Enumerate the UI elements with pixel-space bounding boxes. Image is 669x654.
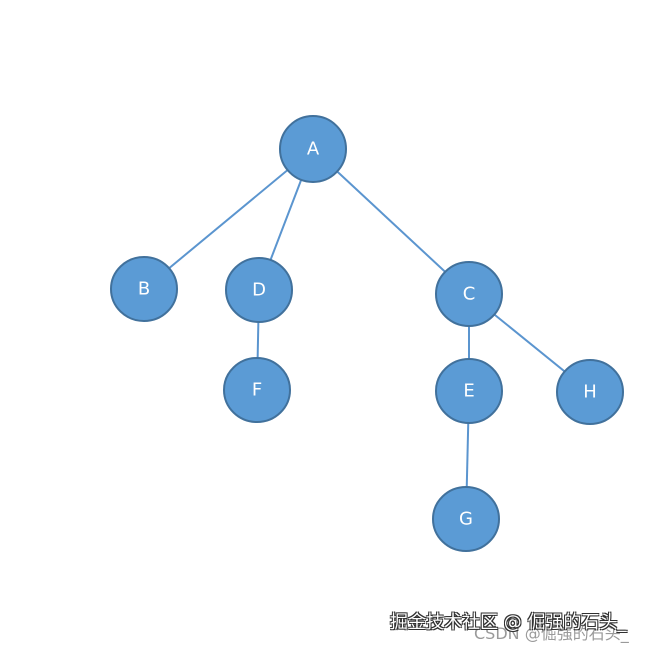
- csdn-watermark: CSDN @倔强的石头_: [474, 624, 629, 643]
- node-label-a: A: [307, 139, 320, 160]
- edge-a-c: [312, 148, 470, 295]
- juejin-watermark: 掘金技术社区 @ 倔强的石头_: [390, 612, 627, 633]
- node-label-b: B: [138, 279, 150, 300]
- node-e: E: [435, 358, 503, 424]
- node-b: B: [110, 256, 178, 322]
- node-circle-e: [435, 358, 503, 424]
- node-label-h: H: [583, 382, 597, 403]
- node-c: C: [435, 261, 503, 327]
- edges-layer: [143, 148, 591, 520]
- node-label-f: F: [252, 380, 262, 401]
- node-circle-b: [110, 256, 178, 322]
- node-circle-c: [435, 261, 503, 327]
- node-circle-a: [279, 115, 347, 183]
- edge-a-b: [143, 148, 314, 290]
- node-circle-d: [225, 257, 293, 323]
- node-label-d: D: [252, 280, 266, 301]
- node-circle-h: [556, 359, 624, 425]
- nodes-layer: A B D C F E H G: [110, 115, 624, 552]
- node-h: H: [556, 359, 624, 425]
- node-label-e: E: [463, 381, 474, 402]
- node-label-c: C: [463, 284, 476, 305]
- node-g: G: [432, 486, 500, 552]
- node-d: D: [225, 257, 293, 323]
- node-circle-g: [432, 486, 500, 552]
- node-f: F: [223, 357, 291, 423]
- node-label-g: G: [459, 509, 473, 530]
- node-a: A: [279, 115, 347, 183]
- node-circle-f: [223, 357, 291, 423]
